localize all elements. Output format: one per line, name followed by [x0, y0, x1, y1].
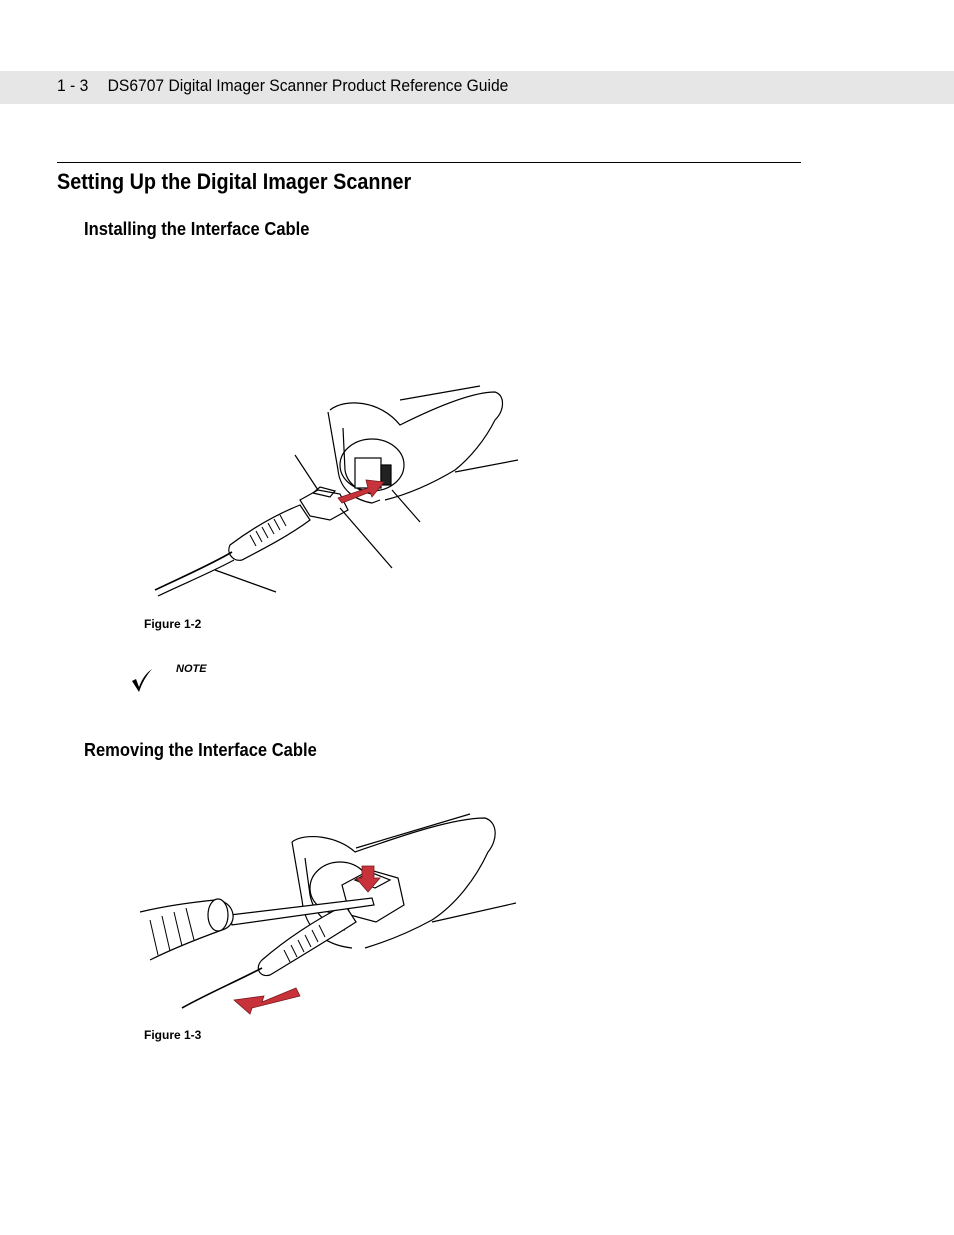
figure-remove-cable	[139, 813, 517, 1015]
figure-1-2-caption: Figure 1-2	[144, 617, 202, 631]
page-number: 1 - 3	[57, 76, 89, 95]
running-header: 1 - 3 DS6707 Digital Imager Scanner Produ…	[57, 76, 508, 96]
note-label: NOTE	[176, 663, 207, 675]
check-icon	[132, 669, 152, 692]
guide-title: DS6707 Digital Imager Scanner Product Re…	[107, 76, 509, 95]
installing-heading: Installing the Interface Cable	[84, 219, 310, 239]
section-rule	[57, 162, 801, 163]
section-title: Setting Up the Digital Imager Scanner	[57, 169, 412, 194]
figure-1-3-caption: Figure 1-3	[144, 1028, 202, 1042]
figure-install-cable	[154, 385, 519, 597]
removing-heading: Removing the Interface Cable	[84, 740, 317, 760]
header-band	[0, 71, 954, 104]
